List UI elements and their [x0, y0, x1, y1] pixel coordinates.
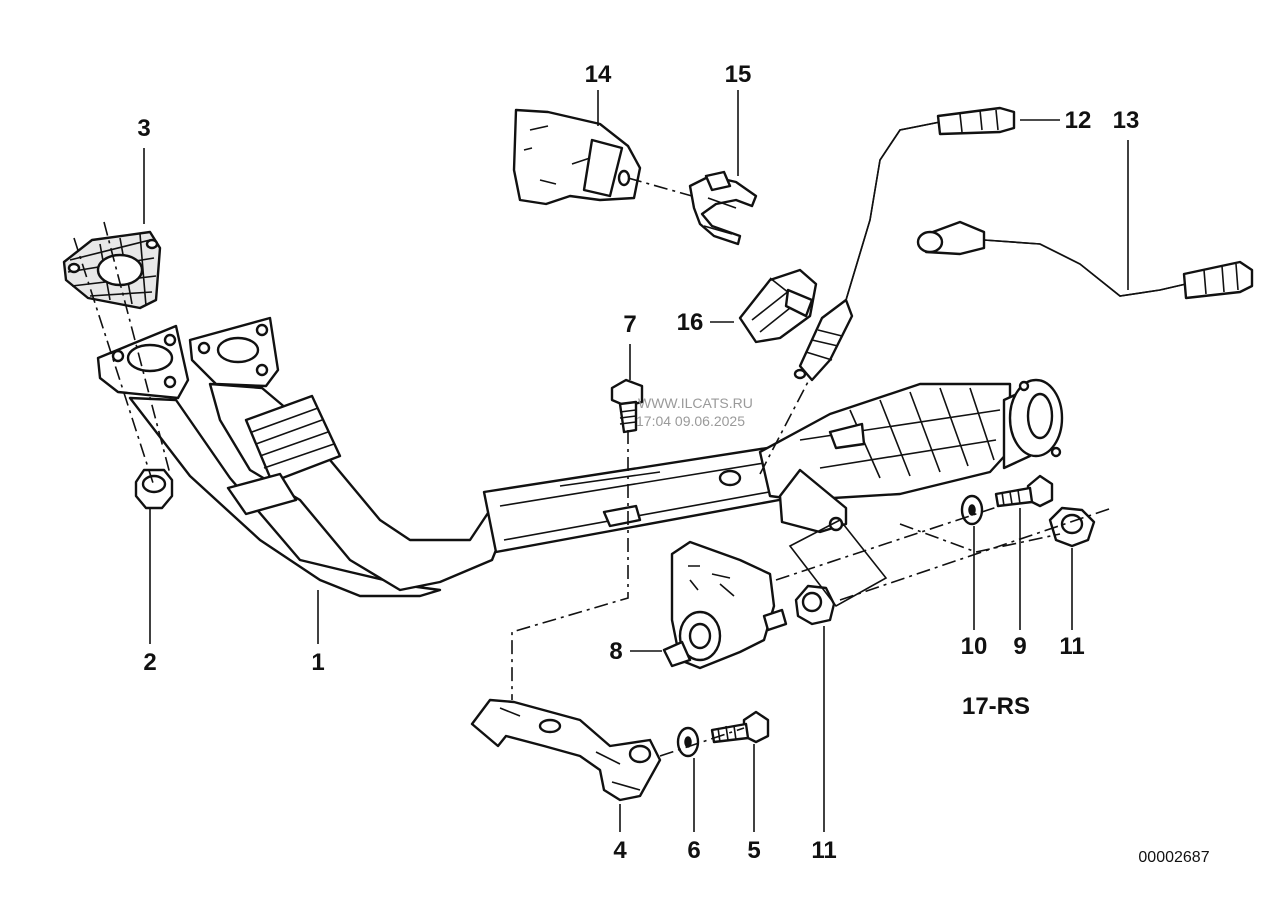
part-6-washer: [676, 726, 700, 758]
callout-5: 5: [747, 837, 760, 864]
part-5-bolt: [710, 710, 770, 744]
drawing-number: 00002687: [1138, 849, 1209, 866]
part-3-gasket: [62, 230, 162, 310]
part-8-rubber-mount: [662, 540, 788, 670]
part-11-nut-lower: [794, 584, 836, 626]
callout-6: 6: [687, 837, 700, 864]
part-7-bolt: [610, 378, 644, 434]
callout-2: 2: [143, 649, 156, 676]
part-15-clip: [688, 170, 758, 246]
part-4-bracket: [470, 698, 662, 802]
callout-14: 14: [585, 61, 612, 88]
part-12-oxygen-sensor: [793, 106, 1016, 382]
part-10-washer: [960, 494, 984, 526]
group-code: 17-RS: [962, 693, 1030, 720]
part-1-front-pipe: [96, 316, 1064, 598]
part-2-nut: [134, 468, 174, 510]
callout-11-upper: 11: [1059, 633, 1084, 660]
callout-3: 3: [137, 115, 150, 142]
part-14-bracket: [512, 108, 642, 206]
part-13-connecting-lead: [916, 220, 1254, 300]
watermark-stamp: WWW.ILCATS.RU 17:04 09.06.2025: [636, 395, 753, 429]
callout-12: 12: [1065, 107, 1092, 134]
watermark-line-2: 17:04 09.06.2025: [636, 413, 745, 429]
callout-11-lower: 11: [811, 837, 836, 864]
callout-7: 7: [623, 311, 636, 338]
callout-16: 16: [677, 309, 704, 336]
callout-13: 13: [1113, 107, 1140, 134]
callout-9: 9: [1013, 633, 1026, 660]
callout-1: 1: [311, 649, 324, 676]
part-16-clamp: [738, 268, 818, 344]
callout-10: 10: [961, 633, 988, 660]
callout-15: 15: [725, 61, 752, 88]
part-9-bolt: [994, 474, 1054, 508]
leader-lines: [143, 90, 1129, 832]
callout-labels: 1 2 3 4 5 6 7 8 9 10 11 11 12 13 14 15 1…: [137, 61, 1139, 864]
assembly-lines: [73, 177, 1113, 757]
watermark-line-1: WWW.ILCATS.RU: [638, 395, 753, 411]
callout-8: 8: [609, 638, 622, 665]
callout-4: 4: [613, 837, 627, 864]
